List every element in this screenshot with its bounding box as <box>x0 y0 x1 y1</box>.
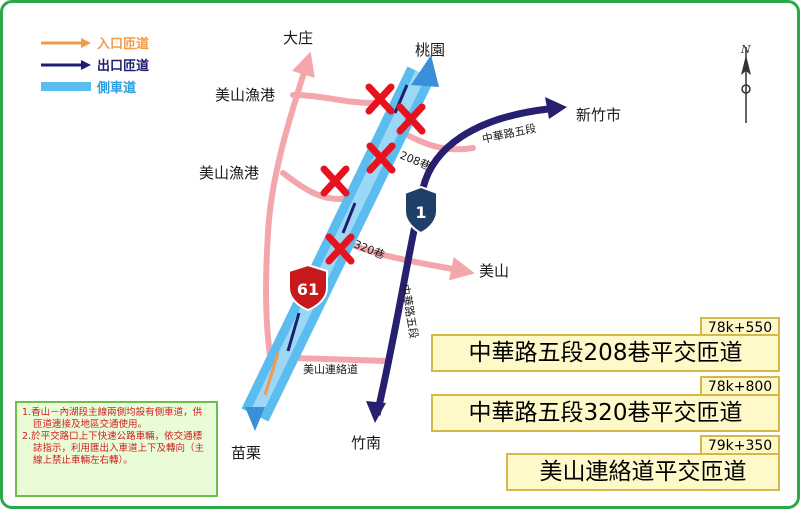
road-label-meishan-connector: 美山連絡道 <box>303 362 358 376</box>
panel-2-mileage: 78k+800 <box>700 376 780 398</box>
arrow-to-zhunan <box>366 401 386 423</box>
panel-2-title: 中華路五段320巷平交匝道 <box>431 394 780 432</box>
road-meishan-connector <box>290 355 390 364</box>
local-roads <box>263 51 476 366</box>
road-meishan-port-lower <box>280 170 351 202</box>
legend: 入口匝道 出口匝道 側車道 <box>41 36 149 96</box>
legend-exit: 出口匝道 <box>41 58 149 74</box>
legend-exit-label: 出口匝道 <box>97 58 149 74</box>
compass: N <box>740 43 751 123</box>
place-meishan-port-1: 美山漁港 <box>215 86 275 104</box>
legend-side-road: 側車道 <box>41 80 136 96</box>
note-1: 1.香山－內湖段主線兩側均設有側車道，供匝道連接及地區交通使用。 <box>22 407 203 430</box>
panel-1-title: 中華路五段208巷平交匝道 <box>431 334 780 372</box>
panel-3-mileage: 79k+350 <box>700 435 780 457</box>
road-to-dazhuang <box>263 51 315 366</box>
legend-entrance: 入口匝道 <box>41 36 149 52</box>
blocked-mark-1 <box>365 83 395 115</box>
shield-provincial-1: 1 <box>404 185 438 235</box>
arrow-to-hsinchu <box>545 97 567 119</box>
arrow-to-taoyuan <box>411 55 439 87</box>
place-meishan-port-2: 美山漁港 <box>199 164 259 182</box>
road-lane-208 <box>400 130 476 153</box>
blocked-mark-5 <box>325 233 355 265</box>
blocked-mark-4 <box>320 165 350 197</box>
entrance-ramp <box>263 352 280 396</box>
place-taoyuan: 桃園 <box>415 41 445 59</box>
exit-ramp-south <box>286 312 301 352</box>
notes-box: 1.香山－內湖段主線兩側均設有側車道，供匝道連接及地區交通使用。 2.於平交路口… <box>15 401 218 497</box>
blocked-mark-3 <box>366 142 396 174</box>
place-meishan: 美山 <box>479 262 509 280</box>
blocked-mark-2 <box>396 103 426 135</box>
shield-61-number: 61 <box>297 280 319 299</box>
shield-provincial-61: 61 <box>288 263 328 312</box>
place-miaoli: 苗栗 <box>231 444 261 462</box>
compass-north-label: N <box>740 43 751 56</box>
road-lane-320 <box>345 240 475 281</box>
place-dazhuang: 大庄 <box>283 29 313 47</box>
road-meishan-port-upper <box>290 92 378 106</box>
blocked-crossings <box>320 83 426 265</box>
note-2: 2.於平交路口上下快速公路車輛，依交通標誌指示，利用匯出入車道上下及轉向（主線上… <box>22 431 205 466</box>
place-hsinchu-city: 新竹市 <box>576 106 621 124</box>
shield-1-number: 1 <box>415 203 426 222</box>
panel-3-title: 美山連絡道平交匝道 <box>506 453 780 491</box>
road-label-lane-208: 208巷 <box>398 149 433 173</box>
route-map: 入口匝道 出口匝道 側車道 <box>41 29 751 462</box>
road-label-lane-320: 320巷 <box>352 238 387 262</box>
arrow-to-miaoli <box>245 407 265 431</box>
legend-side-road-label: 側車道 <box>96 80 136 96</box>
panel-1-mileage: 78k+550 <box>700 317 780 339</box>
place-zhunan: 竹南 <box>351 434 381 452</box>
legend-entrance-label: 入口匝道 <box>97 36 149 52</box>
exit-ramp-mid <box>341 202 357 234</box>
